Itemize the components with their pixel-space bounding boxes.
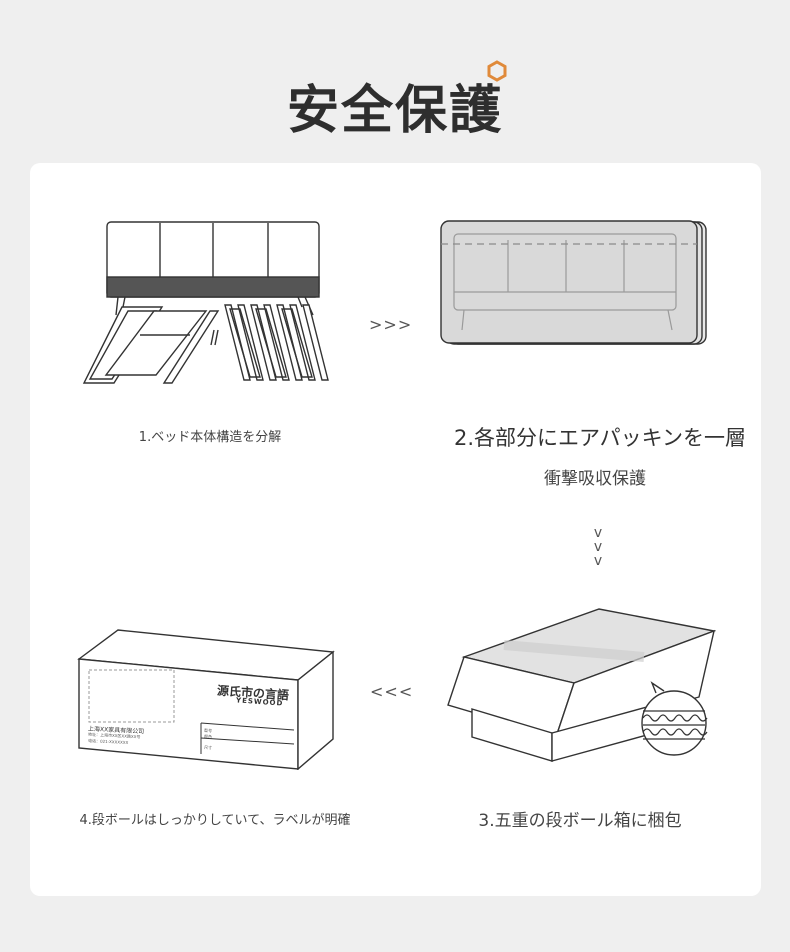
arrow-left: <<< xyxy=(370,682,414,701)
arrow-down: v v v xyxy=(593,525,603,569)
labeled-box-illustration xyxy=(77,629,335,770)
box-label-spec2: 颜色 xyxy=(203,733,213,740)
arrow-right: >>> xyxy=(369,315,413,334)
disassembled-bed-illustration xyxy=(82,221,329,384)
open-box-illustration xyxy=(447,608,716,762)
box-label-spec3: 尺寸 xyxy=(203,744,213,751)
step1-caption: 1.ベッド本体構造を分解 xyxy=(138,430,282,445)
step2-subcaption: 衝撃吸収保護 xyxy=(544,469,646,489)
hexagon-nut-icon xyxy=(487,60,507,82)
step2-caption: 2.各部分にエアパッキンを一層 xyxy=(454,426,746,450)
page-title: 安全保護 xyxy=(286,81,503,141)
wrapped-bed-illustration xyxy=(440,220,707,345)
step4-caption: 4.段ボールはしっかりしていて、ラベルが明確 xyxy=(79,813,351,828)
step3-caption: 3.五重の段ボール箱に梱包 xyxy=(478,811,682,831)
